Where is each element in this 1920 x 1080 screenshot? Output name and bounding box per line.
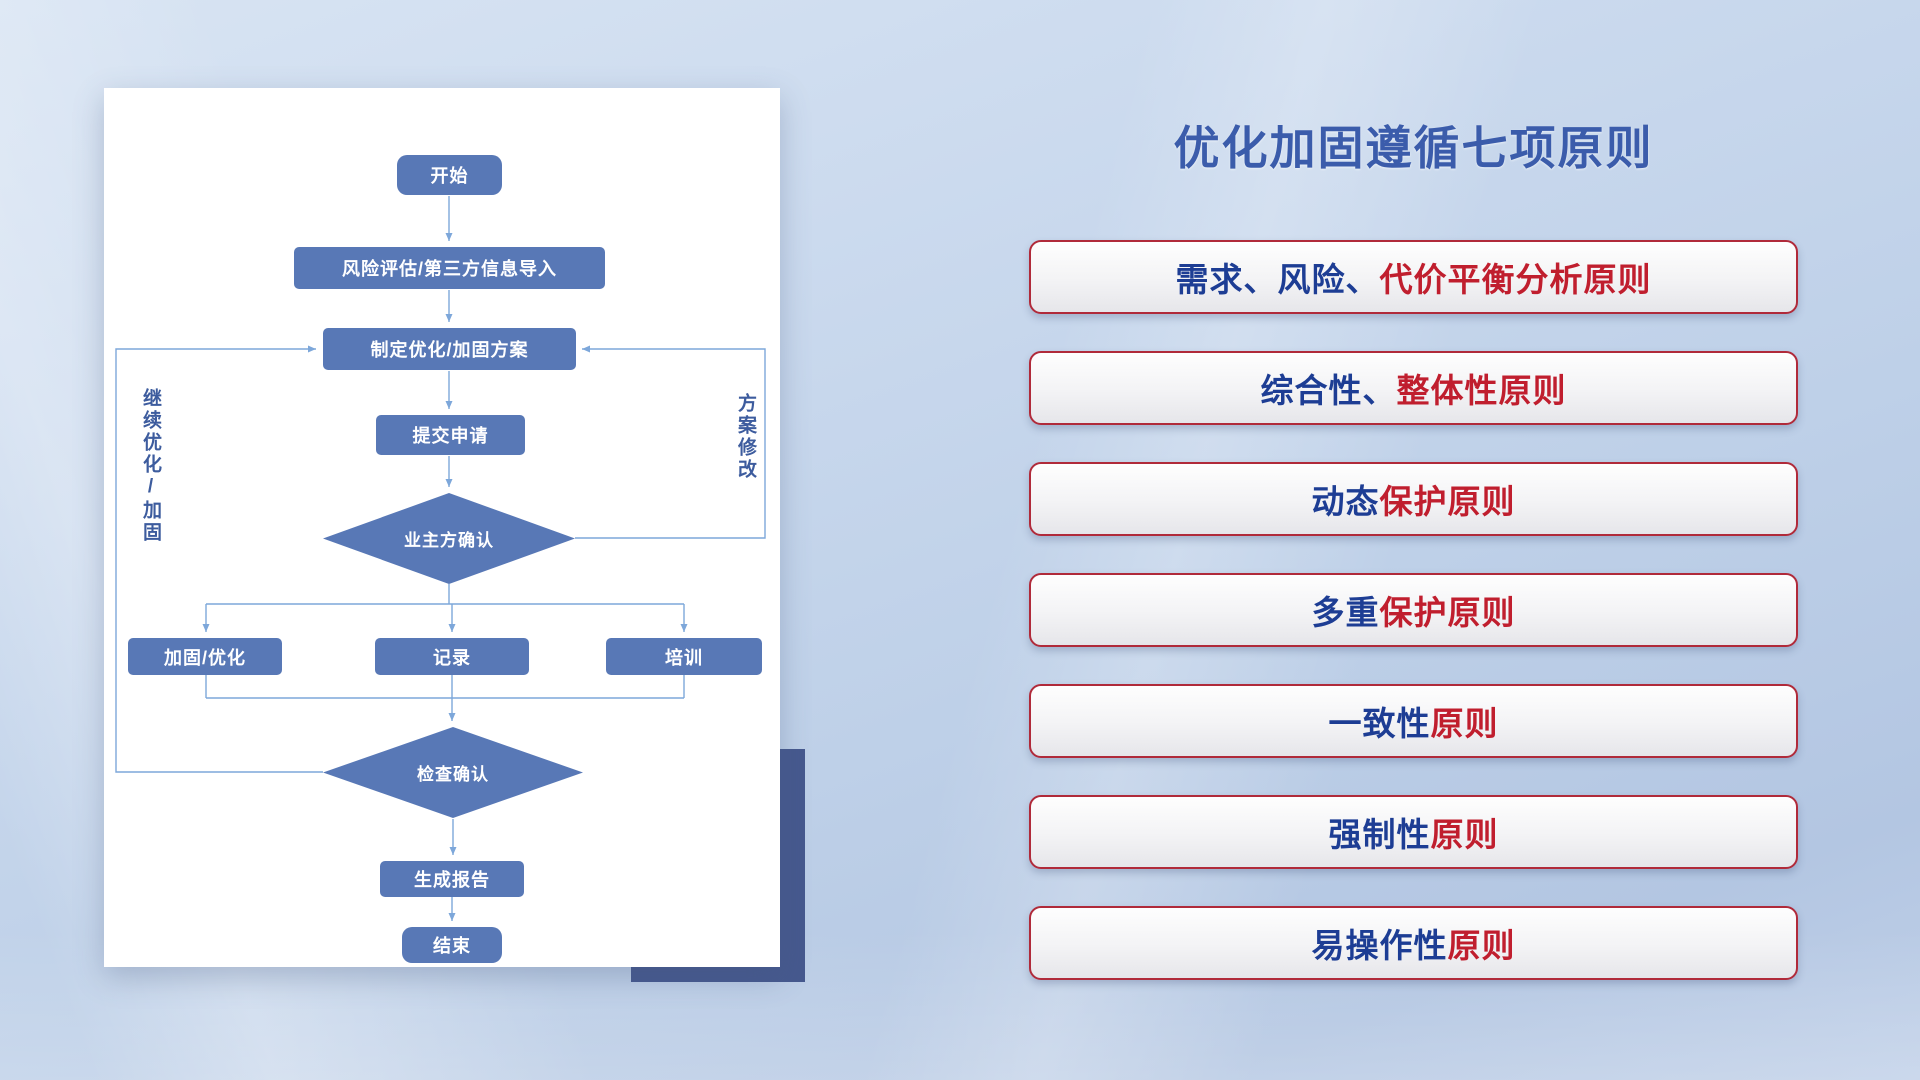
- principles-panel: 优化加固遵循七项原则 需求、风险、代价平衡分析原则 综合性、整体性原则 动态保护…: [1029, 112, 1798, 980]
- principle-item-1: 需求、风险、代价平衡分析原则: [1029, 240, 1798, 314]
- principle-item-5: 一致性原则: [1029, 684, 1798, 758]
- principle-6-text-blue: 强制性: [1328, 816, 1431, 853]
- flow-node-reinforce: 加固/优化: [128, 638, 282, 675]
- flow-node-make-plan: 制定优化/加固方案: [323, 328, 576, 370]
- flow-node-end: 结束: [402, 927, 502, 963]
- flowchart-card: 开始 风险评估/第三方信息导入 制定优化/加固方案 提交申请 业主方确认 加固/…: [104, 88, 780, 967]
- principle-5-text-blue: 一致性: [1328, 705, 1431, 742]
- flow-node-start: 开始: [397, 155, 502, 195]
- principle-7-text-blue: 易操作性: [1311, 927, 1448, 964]
- principle-3-text-red: 保护原则: [1379, 483, 1516, 520]
- flow-node-record: 记录: [375, 638, 529, 675]
- flow-loop-label-continue-optimize: 继续优化/加固: [140, 388, 161, 544]
- slide-title: 优化加固遵循七项原则: [1173, 122, 1654, 174]
- principle-item-4: 多重保护原则: [1029, 573, 1798, 647]
- principle-item-7: 易操作性原则: [1029, 906, 1798, 980]
- principle-2-text-red: 整体性原则: [1396, 372, 1567, 409]
- principles-list: 需求、风险、代价平衡分析原则 综合性、整体性原则 动态保护原则 多重保护原则 一…: [1029, 240, 1798, 980]
- flow-node-training: 培训: [606, 638, 762, 675]
- principle-4-text-blue: 多重: [1311, 594, 1380, 631]
- principle-2-text-blue: 综合性、: [1260, 372, 1397, 409]
- flow-node-check-confirm-label: 检查确认: [417, 765, 489, 784]
- flow-node-owner-confirm-label: 业主方确认: [404, 531, 494, 550]
- principle-6-text-red: 原则: [1430, 816, 1499, 853]
- principle-4-text-red: 保护原则: [1379, 594, 1516, 631]
- principle-7-text-red: 原则: [1447, 927, 1516, 964]
- principle-1-text-blue: 需求、风险、: [1175, 261, 1380, 298]
- principle-item-3: 动态保护原则: [1029, 462, 1798, 536]
- principle-5-text-red: 原则: [1430, 705, 1499, 742]
- flow-loop-label-plan-revision: 方案修改: [735, 393, 756, 481]
- flow-node-report: 生成报告: [380, 861, 524, 897]
- flow-node-submit: 提交申请: [376, 415, 525, 455]
- flow-node-risk-import: 风险评估/第三方信息导入: [294, 247, 605, 289]
- principle-item-2: 综合性、整体性原则: [1029, 351, 1798, 425]
- flowchart-connectors: [115, 196, 766, 921]
- principle-item-6: 强制性原则: [1029, 795, 1798, 869]
- principle-1-text-red: 代价平衡分析原则: [1379, 261, 1652, 298]
- principle-3-text-blue: 动态: [1311, 483, 1380, 520]
